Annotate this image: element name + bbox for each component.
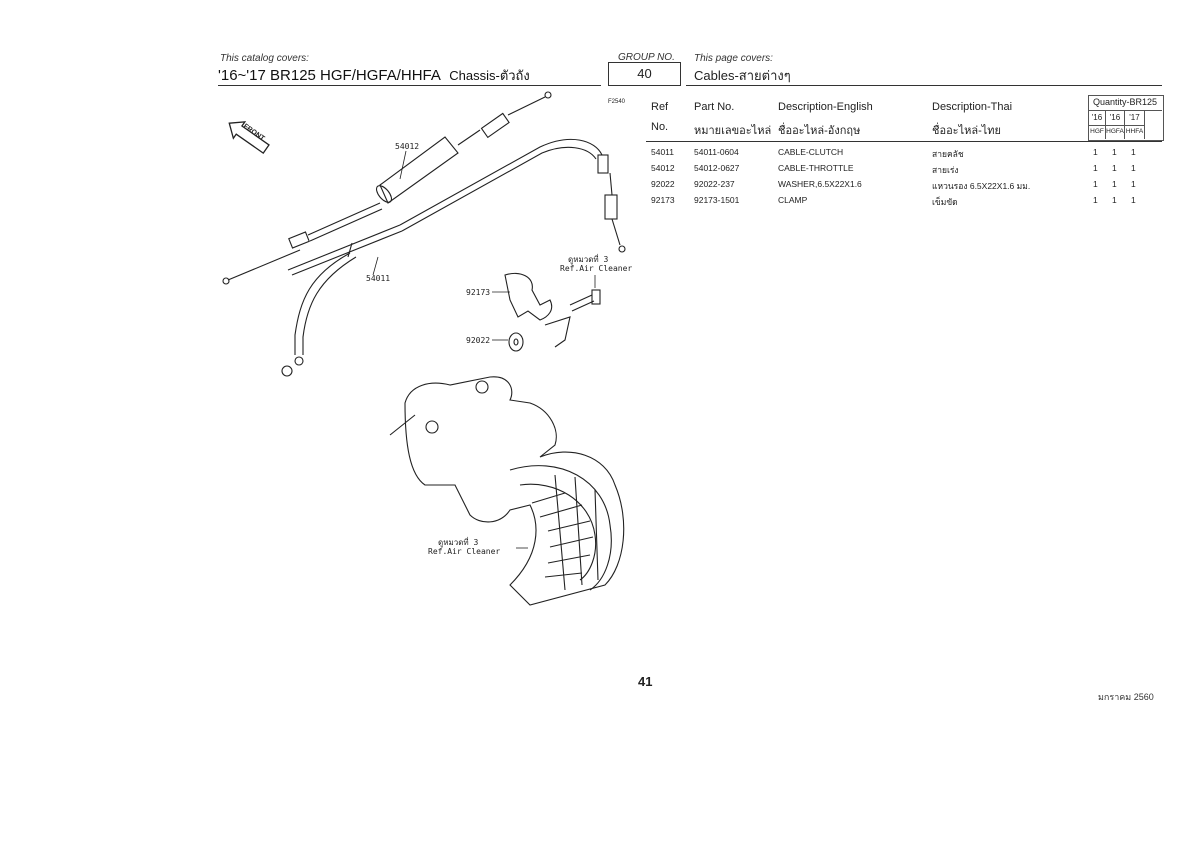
issue-date: มกราคม 2560 bbox=[1098, 692, 1154, 702]
catalog-covers-label: This catalog covers: bbox=[220, 53, 309, 64]
air-cleaner-housing bbox=[389, 376, 625, 606]
cell-qty-2: 1 bbox=[1112, 179, 1117, 189]
cell-qty-1: 1 bbox=[1093, 179, 1098, 189]
cell-qty-1: 1 bbox=[1093, 147, 1098, 157]
cell-qty-3: 1 bbox=[1131, 195, 1136, 205]
callout-54011: 54011 bbox=[366, 274, 390, 283]
cell-qty-3: 1 bbox=[1131, 163, 1136, 173]
qty-divider-v2 bbox=[1124, 110, 1125, 139]
year-1: '16 bbox=[1091, 113, 1103, 122]
washer-92022 bbox=[508, 332, 524, 352]
bolt-icon bbox=[569, 289, 601, 312]
th-desc-en: Description-English bbox=[778, 101, 873, 113]
table-header-rule bbox=[646, 141, 1162, 142]
page-title: Cables-สายต่างๆ bbox=[694, 68, 791, 83]
header-rule-right bbox=[686, 85, 1162, 86]
ref-air-cleaner-en-bottom: Ref.Air Cleaner bbox=[428, 547, 500, 556]
cell-part: 54012-0627 bbox=[694, 163, 740, 173]
model-title: '16~'17 BR125 HGF/HGFA/HHFA Chassis-ตัวถ… bbox=[218, 65, 530, 86]
th-ref-no: No. bbox=[651, 121, 669, 133]
cell-desc-en: CABLE-CLUTCH bbox=[778, 147, 844, 157]
variant-1: HGF bbox=[1090, 128, 1104, 135]
model-title-text: '16~'17 BR125 HGF/HGFA/HHFA bbox=[218, 67, 441, 84]
th-desc-en-th: ชื่ออะไหล่-อังกฤษ bbox=[778, 125, 861, 137]
cell-qty-1: 1 bbox=[1093, 195, 1098, 205]
front-arrow-icon bbox=[228, 121, 270, 155]
cell-qty-2: 1 bbox=[1112, 195, 1117, 205]
throttle-cable-54012 bbox=[222, 91, 552, 285]
cell-desc-en: CLAMP bbox=[778, 195, 808, 205]
cell-part: 92173-1501 bbox=[694, 195, 740, 205]
page-number: 41 bbox=[638, 674, 653, 689]
cell-desc-th: แหวนรอง 6.5X22X1.6 มม. bbox=[932, 181, 1031, 191]
qty-divider-v1 bbox=[1105, 110, 1106, 139]
th-desc-th: Description-Thai bbox=[932, 101, 1013, 113]
qty-divider-h2 bbox=[1088, 125, 1144, 126]
cell-part: 54011-0604 bbox=[694, 147, 739, 157]
year-2: '16 bbox=[1109, 113, 1121, 122]
group-no-label: GROUP NO. bbox=[618, 52, 675, 63]
th-part-no: Part No. bbox=[694, 101, 735, 113]
cell-qty-3: 1 bbox=[1131, 147, 1136, 157]
clamp-92173 bbox=[504, 272, 571, 348]
cell-desc-th: สายคลัช bbox=[932, 149, 964, 159]
cell-ref: 92173 bbox=[651, 195, 675, 205]
quantity-header-box bbox=[1088, 95, 1164, 141]
cell-qty-2: 1 bbox=[1112, 147, 1117, 157]
cell-ref: 54012 bbox=[651, 163, 675, 173]
group-no-box: 40 bbox=[608, 62, 681, 86]
qty-divider-v3 bbox=[1144, 110, 1145, 139]
ref-air-cleaner-en-top: Ref.Air Cleaner bbox=[560, 264, 632, 273]
variant-2: HGFA bbox=[1106, 128, 1124, 135]
page-covers-label: This page covers: bbox=[694, 53, 773, 64]
cell-ref: 54011 bbox=[651, 147, 675, 157]
figure-code: F2540 bbox=[608, 99, 626, 105]
th-quantity: Quantity-BR125 bbox=[1092, 97, 1158, 107]
cell-desc-en: CABLE-THROTTLE bbox=[778, 163, 854, 173]
callout-54012: 54012 bbox=[395, 142, 419, 151]
cell-desc-th: สายเร่ง bbox=[932, 165, 959, 175]
th-desc-th-th: ชื่ออะไหล่-ไทย bbox=[932, 125, 1002, 137]
cell-part: 92022-237 bbox=[694, 179, 735, 189]
section-title: Chassis-ตัวถัง bbox=[449, 68, 530, 83]
callout-92022: 92022 bbox=[466, 336, 490, 345]
cell-desc-en: WASHER,6.5X22X1.6 bbox=[778, 179, 862, 189]
clutch-cable-54011 bbox=[281, 138, 626, 377]
cell-qty-3: 1 bbox=[1131, 179, 1136, 189]
th-ref: Ref bbox=[651, 101, 669, 113]
ref-air-cleaner-th-top: ดูหมวดที่ 3 bbox=[568, 253, 609, 265]
th-part-no-th: หมายเลขอะไหล่ bbox=[694, 125, 772, 137]
exploded-parts-diagram: 54012 54011 92173 92022 F2540 ดูหมวดที่ … bbox=[210, 85, 650, 630]
cell-qty-1: 1 bbox=[1093, 163, 1098, 173]
year-3: '17 bbox=[1129, 113, 1140, 122]
header-rule-left bbox=[218, 85, 601, 86]
cell-desc-th: เข็มขัด bbox=[932, 197, 958, 207]
callout-92173: 92173 bbox=[466, 288, 490, 297]
ref-air-cleaner-th-bottom: ดูหมวดที่ 3 bbox=[438, 536, 479, 548]
cell-qty-2: 1 bbox=[1112, 163, 1117, 173]
variant-3: HHFA bbox=[1125, 128, 1144, 135]
cell-ref: 92022 bbox=[651, 179, 675, 189]
qty-divider-h1 bbox=[1088, 110, 1162, 111]
